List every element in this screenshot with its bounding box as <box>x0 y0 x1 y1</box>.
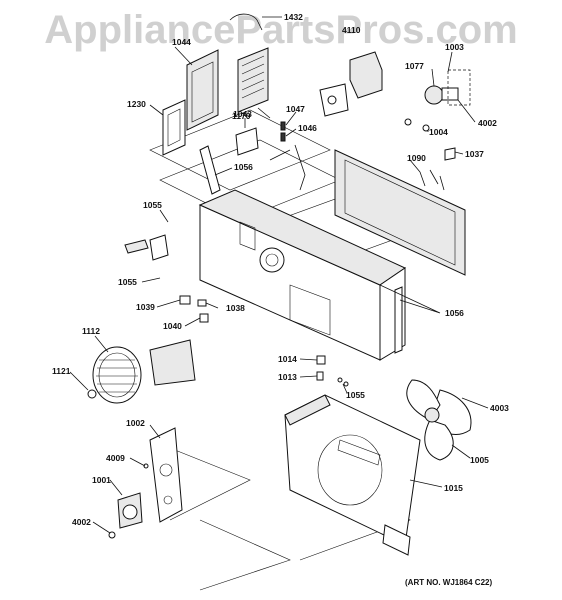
part-1121 <box>87 389 97 399</box>
callout-1056-b: 1056 <box>445 308 464 318</box>
callout-1013: 1013 <box>278 372 297 382</box>
callout-1432: 1432 <box>284 12 303 22</box>
part-1077 <box>424 85 444 105</box>
art-number: (ART NO. WJ1864 C22) <box>405 578 492 587</box>
part-fan-bracket <box>149 339 196 386</box>
callout-4003: 4003 <box>490 403 509 413</box>
callout-1112: 1112 <box>82 326 100 336</box>
callout-1014: 1014 <box>278 354 297 364</box>
callout-1004: 1004 <box>429 127 448 137</box>
callout-1015: 1015 <box>444 483 463 493</box>
callout-4110: 4110 <box>342 25 361 35</box>
callout-1055-b: 1055 <box>118 277 137 287</box>
callout-1121: 1121 <box>52 366 71 376</box>
callout-1170: 1170 <box>232 111 251 121</box>
part-4110 <box>349 51 383 99</box>
motor-assembly <box>108 427 183 539</box>
callout-1003: 1003 <box>445 42 464 52</box>
callout-4009: 4009 <box>106 453 125 463</box>
callout-1077: 1077 <box>405 61 424 71</box>
callout-1038: 1038 <box>226 303 245 313</box>
top-parts <box>162 13 471 276</box>
callout-1047: 1047 <box>286 104 305 114</box>
callout-4002: 4002 <box>478 118 497 128</box>
part-1170 <box>235 127 259 156</box>
callout-1056: 1056 <box>234 162 253 172</box>
part-1002 <box>149 427 183 523</box>
callout-1040: 1040 <box>163 321 182 331</box>
callout-1055-c: 1055 <box>346 390 365 400</box>
part-1013 <box>316 371 324 381</box>
main-chassis <box>124 189 407 386</box>
callout-1230: 1230 <box>127 99 146 109</box>
callout-1001: 1001 <box>92 475 111 485</box>
part-1015-shroud <box>284 394 421 556</box>
part-1046 <box>280 132 286 142</box>
chassis-opening <box>259 247 285 273</box>
callout-leaders <box>69 16 489 534</box>
part-1014 <box>316 355 326 365</box>
small-hardware <box>316 355 349 387</box>
callout-1005: 1005 <box>470 455 489 465</box>
part-4009 <box>143 463 149 469</box>
part-1432 <box>229 13 263 31</box>
part-1005-fan-blade <box>406 379 472 461</box>
callout-1043: 1043 <box>233 109 252 119</box>
part-1039 <box>179 295 191 305</box>
callout-4002-b: 4002 <box>72 517 91 527</box>
part-1230 <box>162 99 186 156</box>
callout-1002: 1002 <box>126 418 145 428</box>
callout-1039: 1039 <box>136 302 155 312</box>
callout-1046: 1046 <box>298 123 317 133</box>
part-1056-strip <box>199 145 221 195</box>
part-1090 <box>419 169 445 191</box>
part-tubing <box>269 144 306 191</box>
part-4002-lower <box>108 531 116 539</box>
part-1047 <box>280 121 286 131</box>
callout-1037: 1037 <box>465 149 484 159</box>
callout-1055: 1055 <box>143 200 162 210</box>
callout-labels: 1432 4110 1044 1003 1077 1230 1043 1047 … <box>52 12 509 587</box>
part-1038 <box>197 299 207 307</box>
part-1043 <box>237 47 269 113</box>
part-1055 <box>149 234 169 261</box>
part-1044 <box>186 49 219 131</box>
part-1040 <box>199 313 209 323</box>
part-1003 <box>441 87 459 101</box>
callout-1090: 1090 <box>407 153 426 163</box>
part-1037 <box>444 147 456 161</box>
part-1112-blower-wheel <box>87 346 142 404</box>
part-back-panel <box>334 149 466 276</box>
callout-1044: 1044 <box>172 37 191 47</box>
